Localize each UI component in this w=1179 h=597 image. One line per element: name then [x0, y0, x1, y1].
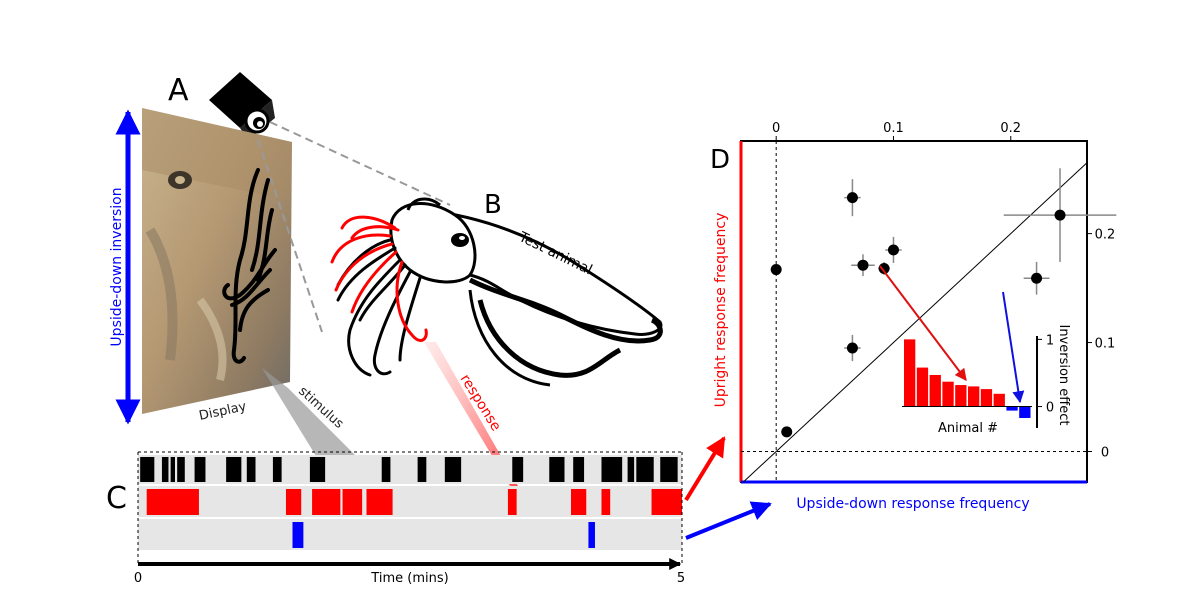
test-animal-drawing	[330, 197, 663, 387]
stimulus-event	[226, 457, 242, 482]
scatter-point	[1031, 272, 1043, 284]
response-projection	[424, 342, 518, 486]
identity-line	[743, 162, 1088, 483]
inset-x-label: Animal #	[938, 421, 998, 436]
display-tentacle-drawing	[222, 168, 277, 364]
upright-response-event	[146, 489, 199, 515]
display-photo	[142, 108, 292, 414]
inset-bar-chart: 01 Animal # Inversion effect	[902, 324, 1071, 436]
stimulus-event	[170, 457, 175, 482]
inset-bar	[929, 374, 941, 407]
scatter-point	[887, 244, 899, 256]
time-axis-label: Time (mins)	[370, 571, 448, 586]
upright-response-event	[312, 489, 341, 515]
stimulus-event	[140, 457, 155, 482]
scatter-point	[846, 342, 858, 354]
stimulus-event	[627, 457, 635, 482]
inset-bar	[955, 385, 967, 407]
point-to-bar-arrow-red	[879, 265, 967, 381]
stimulus-event	[246, 457, 256, 482]
inset-bars	[902, 339, 1032, 418]
inverted-response-event	[588, 522, 595, 548]
upright-response-event	[342, 489, 363, 515]
inset-y-ticks: 01	[1037, 333, 1054, 416]
scatter-point	[878, 262, 890, 274]
inset-bar	[993, 393, 1005, 407]
stimulus-projection	[262, 368, 356, 456]
upright-response-event	[601, 489, 611, 515]
camera-view-line-bottom	[257, 139, 323, 333]
stimulus-event	[309, 457, 326, 482]
upright-response-event	[366, 489, 393, 515]
scatter-point	[1054, 209, 1066, 221]
stimulus-event	[161, 457, 169, 482]
y-tick-label: 0	[1101, 445, 1109, 460]
scatter-point	[857, 259, 869, 271]
stimulus-event	[601, 457, 623, 482]
stimulus-event	[381, 457, 391, 482]
camera-icon	[209, 72, 275, 140]
stimulus-event	[417, 457, 427, 482]
inset-bar	[942, 381, 954, 407]
panel-label-b: B	[484, 190, 502, 220]
inverted-response-track	[138, 519, 682, 550]
time-axis-start: 0	[134, 571, 142, 586]
y-tick-label: 0.1	[1095, 337, 1116, 352]
scatter-point	[770, 264, 782, 276]
stimulus-track	[138, 455, 682, 484]
inset-bar	[904, 339, 916, 407]
y-axis-label: Upright response frequency	[713, 213, 729, 408]
x-axis-label: Upside-down response frequency	[796, 496, 1029, 512]
stimulus-event	[549, 457, 565, 482]
stimulus-event	[512, 457, 524, 482]
upright-response-events	[146, 489, 682, 515]
inverted-response-events	[292, 522, 595, 548]
inversion-label: Upside-down inversion	[109, 187, 125, 346]
upright-response-event	[285, 489, 302, 515]
y-tick-label: 0.2	[1095, 228, 1116, 243]
upright-to-scatter-arrow	[684, 436, 726, 502]
scatter-point	[781, 426, 793, 438]
x-tick-label: 0.2	[1000, 121, 1021, 136]
upright-response-event	[507, 489, 517, 515]
inset-bar	[916, 367, 929, 407]
x-tick-label: 0.1	[883, 121, 904, 136]
panel-label-a: A	[168, 73, 189, 108]
time-axis-end: 5	[677, 571, 685, 586]
stimulus-event	[272, 457, 282, 482]
inset-bar	[968, 386, 980, 407]
stimulus-events	[140, 457, 678, 482]
stimulus-event	[636, 457, 654, 482]
upright-response-event	[651, 489, 682, 515]
upright-response-event	[571, 489, 587, 515]
display-label: Display	[198, 399, 248, 424]
upright-response-track	[138, 486, 682, 517]
y-ticks: 0 0.1 0.2	[1087, 228, 1116, 460]
inset-tick-label: 0	[1046, 401, 1054, 416]
x-ticks: 0 0.1 0.2	[772, 121, 1021, 141]
scatter-points	[770, 168, 1117, 438]
inset-y-label: Inversion effect	[1056, 324, 1071, 425]
panel-label-c: C	[106, 481, 127, 516]
scatter-point	[846, 192, 858, 204]
inset-tick-label: 1	[1046, 333, 1054, 348]
timeline-chart: 0 5 Time (mins)	[134, 451, 685, 586]
point-to-bar-arrow-blue	[1002, 291, 1025, 404]
stimulus-event	[444, 457, 462, 482]
stimulus-event	[573, 457, 585, 482]
x-tick-label: 0	[772, 121, 780, 136]
inset-bar	[1006, 406, 1018, 411]
inverted-to-scatter-arrow	[685, 501, 772, 540]
camera-view-line-top	[269, 121, 451, 206]
stimulus-event	[177, 457, 185, 482]
scatter-chart: 0 0.1 0.2 0 0.1 0.2 Upside-down response fre…	[713, 121, 1117, 512]
inset-bar	[980, 389, 993, 407]
panel-label-d: D	[710, 145, 730, 175]
stimulus-event	[660, 457, 678, 482]
inset-bar	[1019, 406, 1031, 418]
stimulus-event	[194, 457, 206, 482]
inverted-response-event	[292, 522, 304, 548]
